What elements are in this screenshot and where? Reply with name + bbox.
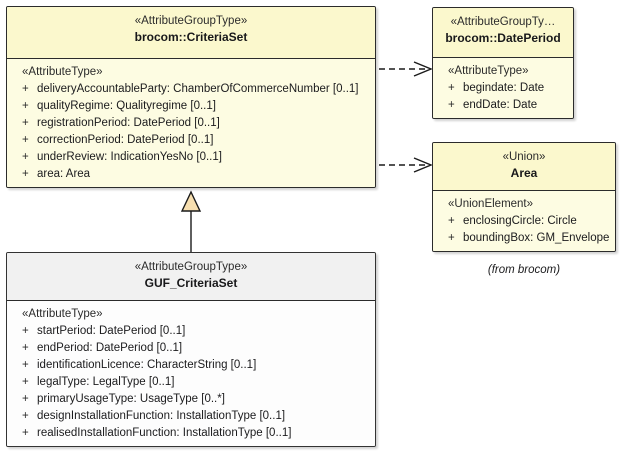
attribute-row[interactable]: + endDate: Date (433, 97, 573, 114)
attribute-label: begindate: Date (463, 82, 545, 94)
attribute-compartment-criteriaset: «AttributeType» + deliveryAccountablePart… (7, 59, 375, 187)
visibility-marker: + (22, 151, 29, 163)
compartment-stereotype: «AttributeType» (22, 308, 103, 320)
compartment-stereotype: «AttributeType» (448, 65, 529, 77)
attribute-label: primaryUsageType: UsageType [0..*] (37, 393, 225, 405)
visibility-marker: + (22, 410, 29, 422)
hollow-triangle-arrowhead (180, 190, 202, 212)
attribute-compartment-gufcriteriaset: «AttributeType» + startPeriod: DatePeriod… (7, 301, 375, 446)
class-stereotype: «Union» (502, 151, 546, 163)
class-name: GUF_CriteriaSet (144, 276, 238, 290)
attribute-label: area: Area (37, 168, 91, 180)
attribute-row[interactable]: + endPeriod: DatePeriod [0..1] (7, 340, 375, 357)
attribute-label: correctionPeriod: DatePeriod [0..1] (37, 134, 214, 146)
attribute-row[interactable]: + enclosingCircle: Circle (433, 213, 615, 230)
attribute-row[interactable]: + identificationLicence: CharacterString … (7, 357, 375, 374)
class-box-dateperiod[interactable]: «AttributeGroupTy… brocom::DatePeriod «A… (432, 7, 574, 119)
attribute-label: qualityRegime: Qualityregime [0..1] (37, 100, 216, 112)
compartment-stereotype: «UnionElement» (448, 198, 534, 210)
visibility-marker: + (22, 134, 29, 146)
visibility-marker: + (448, 82, 455, 94)
class-name: Area (510, 166, 538, 180)
class-header-dateperiod: «AttributeGroupTy… brocom::DatePeriod (433, 8, 573, 58)
attribute-row[interactable]: + primaryUsageType: UsageType [0..*] (7, 391, 375, 408)
attribute-compartment-dateperiod: «AttributeType» + begindate: Date + endDat… (433, 58, 573, 118)
visibility-marker: + (22, 342, 29, 354)
class-box-area[interactable]: «Union» Area «UnionElement» + enclosingCi… (432, 142, 616, 252)
attribute-label: designInstallationFunction: Installation… (37, 410, 286, 422)
attribute-compartment-area: «UnionElement» +enclosingCircle: Circle … (433, 191, 615, 251)
attribute-row[interactable]: + legalType: LegalType [0..1] (7, 374, 375, 391)
visibility-marker: + (22, 83, 29, 95)
class-box-criteriaset[interactable]: «AttributeGroupType» brocom::CriteriaSet… (6, 6, 376, 188)
class-header-gufcriteriaset: «AttributeGroupType» GUF_CriteriaSet (7, 253, 375, 301)
visibility-marker: + (448, 99, 455, 111)
attribute-row[interactable]: + designInstallationFunction: Installatio… (7, 408, 375, 425)
visibility-marker: + (448, 215, 455, 227)
attribute-row[interactable]: + underReview: IndicationYesNo [0..1] (7, 149, 375, 166)
class-header-area: «Union» Area (433, 143, 615, 191)
attribute-label: realisedInstallationFunction: Installati… (37, 427, 292, 439)
class-name: brocom::CriteriaSet (134, 30, 248, 44)
attribute-label: endDate: Date (463, 99, 538, 111)
open-arrowhead (413, 157, 433, 173)
attribute-label: boundingBox: GM_Envelope (463, 232, 610, 244)
attribute-row[interactable]: + registrationPeriod: DatePeriod [0..1] (7, 115, 375, 132)
visibility-marker: + (22, 117, 29, 129)
attribute-label: identificationLicence: CharacterString [… (37, 359, 257, 371)
generalization-gufcriteriaset-to-criteriaset[interactable] (180, 190, 202, 252)
attribute-row[interactable]: + area: Area (7, 166, 375, 183)
visibility-marker: + (22, 427, 29, 439)
attribute-label: underReview: IndicationYesNo [0..1] (37, 151, 222, 163)
visibility-marker: + (22, 393, 29, 405)
visibility-marker: + (22, 359, 29, 371)
compartment-stereotype: «AttributeType» (22, 66, 103, 78)
attribute-label: enclosingCircle: Circle (463, 215, 577, 227)
dependency-criteriaset-to-dateperiod[interactable] (379, 61, 433, 77)
dependency-criteriaset-to-area[interactable] (379, 157, 433, 173)
visibility-marker: + (22, 376, 29, 388)
visibility-marker: + (22, 168, 29, 180)
class-box-gufcriteriaset[interactable]: «AttributeGroupType» GUF_CriteriaSet «At… (6, 252, 376, 447)
class-name: brocom::DatePeriod (445, 31, 561, 45)
attribute-row[interactable]: + begindate: Date (433, 80, 573, 97)
visibility-marker: + (448, 232, 455, 244)
visibility-marker: + (22, 325, 29, 337)
class-stereotype: «AttributeGroupType» (134, 15, 248, 27)
attribute-row[interactable]: + qualityRegime: Qualityregime [0..1] (7, 98, 375, 115)
class-stereotype: «AttributeGroupType» (134, 261, 248, 273)
open-arrowhead (413, 61, 433, 77)
attribute-label: deliveryAccountableParty: ChamberOfComme… (37, 83, 359, 95)
attribute-label: legalType: LegalType [0..1] (37, 376, 175, 388)
visibility-marker: + (22, 100, 29, 112)
attribute-row[interactable]: + startPeriod: DatePeriod [0..1] (7, 323, 375, 340)
attribute-row[interactable]: + deliveryAccountableParty: ChamberOfComm… (7, 81, 375, 98)
attribute-label: endPeriod: DatePeriod [0..1] (37, 342, 183, 354)
attribute-row[interactable]: + realisedInstallationFunction: Installat… (7, 425, 375, 442)
class-stereotype: «AttributeGroupTy… (450, 16, 556, 28)
attribute-label: registrationPeriod: DatePeriod [0..1] (37, 117, 220, 129)
class-header-criteriaset: «AttributeGroupType» brocom::CriteriaSet (7, 7, 375, 59)
package-origin-note: (from brocom) (487, 264, 561, 276)
attribute-row[interactable]: + correctionPeriod: DatePeriod [0..1] (7, 132, 375, 149)
attribute-label: startPeriod: DatePeriod [0..1] (37, 325, 186, 337)
attribute-row[interactable]: + boundingBox: GM_Envelope (433, 230, 615, 247)
